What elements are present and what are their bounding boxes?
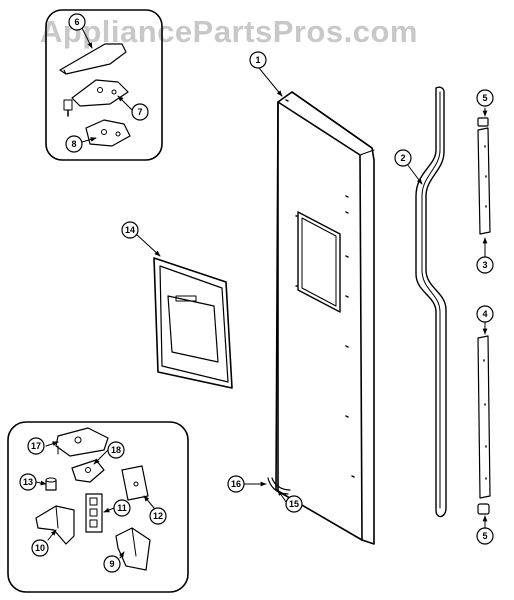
- callout-8: 8: [65, 135, 83, 153]
- callout-6: 6: [68, 13, 86, 31]
- callout-2: 2: [394, 149, 412, 167]
- svg-text:17: 17: [31, 441, 41, 451]
- callout-5-top: 5: [476, 89, 494, 107]
- callout-12: 12: [149, 507, 167, 525]
- callout-7: 7: [131, 103, 149, 121]
- callout-11: 11: [113, 499, 131, 517]
- svg-text:2: 2: [400, 153, 405, 163]
- svg-text:8: 8: [71, 139, 76, 149]
- trim-strip-upper: [477, 107, 491, 259]
- svg-text:16: 16: [231, 479, 241, 489]
- callout-9: 9: [103, 555, 121, 573]
- svg-text:1: 1: [255, 55, 260, 65]
- svg-text:7: 7: [137, 107, 142, 117]
- callout-14: 14: [121, 221, 139, 239]
- svg-text:5: 5: [482, 531, 487, 541]
- dispenser-opening: [297, 211, 341, 313]
- callout-1: 1: [249, 51, 267, 69]
- callout-17: 17: [27, 437, 45, 455]
- hinge-inset-bottom: [7, 421, 189, 593]
- svg-text:13: 13: [23, 477, 33, 487]
- svg-text:18: 18: [111, 445, 121, 455]
- callout-15: 15: [285, 495, 303, 513]
- hinge-inset-top: [45, 9, 163, 161]
- svg-text:9: 9: [109, 559, 114, 569]
- dispenser-trim-frame: [135, 233, 233, 389]
- callout-18: 18: [107, 441, 125, 459]
- door-handle: [406, 86, 447, 518]
- watermark: AppliancePartsPros.com: [40, 14, 418, 49]
- callout-10: 10: [31, 539, 49, 557]
- callout-13: 13: [19, 473, 37, 491]
- svg-text:15: 15: [289, 499, 299, 509]
- svg-text:6: 6: [74, 17, 79, 27]
- callout-4: 4: [476, 305, 494, 323]
- svg-text:4: 4: [482, 309, 487, 319]
- hinge-shim-part: [85, 119, 131, 147]
- svg-text:10: 10: [35, 543, 45, 553]
- callout-3: 3: [476, 256, 494, 274]
- door-panel: [253, 61, 375, 545]
- svg-text:14: 14: [125, 225, 135, 235]
- callout-5-bottom: 5: [476, 527, 494, 545]
- svg-text:3: 3: [482, 260, 487, 270]
- svg-text:11: 11: [117, 503, 127, 513]
- svg-text:5: 5: [482, 93, 487, 103]
- svg-text:12: 12: [153, 511, 163, 521]
- trim-strip-lower: [477, 321, 491, 529]
- callout-16: 16: [227, 475, 245, 493]
